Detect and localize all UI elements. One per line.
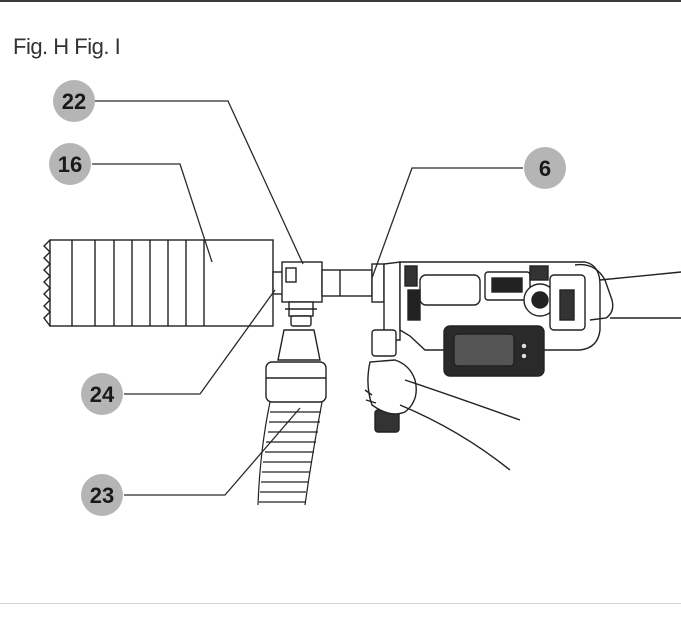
battery-pack	[443, 325, 545, 377]
svg-text:22: 22	[62, 89, 86, 114]
hose-connector	[265, 329, 327, 403]
vacuum-hose	[257, 401, 323, 506]
callout-16: 16	[49, 143, 91, 185]
bottom-rule	[0, 603, 681, 604]
figure-caption: Fig. H Fig. I	[13, 34, 121, 59]
leader-lines	[92, 100, 523, 496]
leader-16	[92, 163, 213, 263]
callout-22: 22	[53, 80, 95, 122]
core-bit	[43, 239, 274, 327]
callout-24: 24	[81, 373, 123, 415]
rear-hand	[559, 263, 681, 321]
leader-24	[124, 289, 276, 395]
callout-23: 23	[81, 474, 123, 516]
svg-text:23: 23	[90, 483, 114, 508]
svg-text:24: 24	[90, 382, 115, 407]
leader-22	[95, 100, 304, 265]
leader-6	[371, 167, 523, 279]
callout-6: 6	[524, 147, 566, 189]
leader-23	[124, 407, 301, 496]
extraction-fitting	[281, 261, 323, 327]
svg-text:16: 16	[58, 152, 82, 177]
side-handle	[364, 329, 521, 471]
top-rule	[0, 0, 681, 2]
svg-text:6: 6	[539, 156, 551, 181]
